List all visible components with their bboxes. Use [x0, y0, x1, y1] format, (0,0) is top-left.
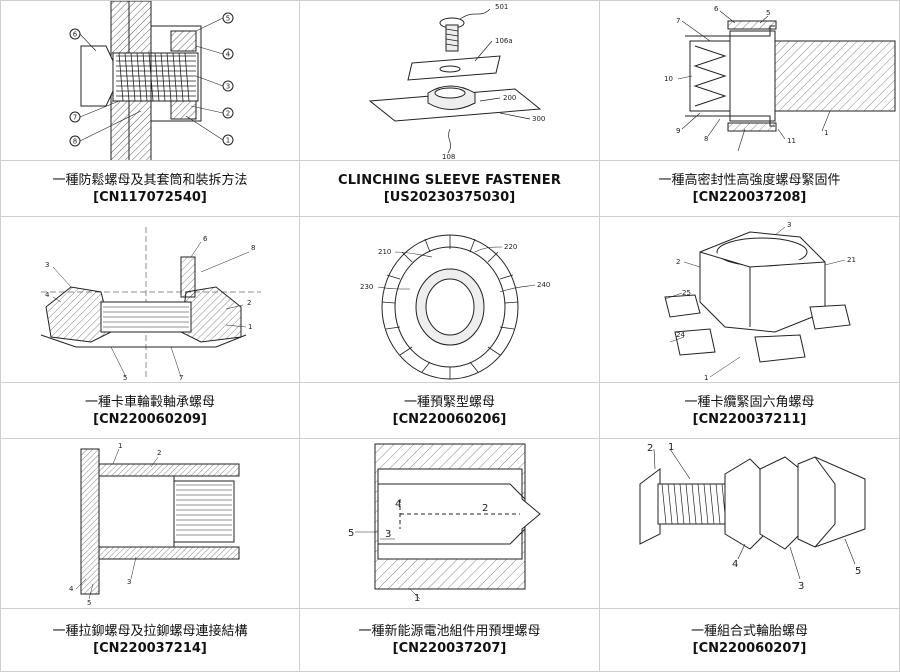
label: 10 [664, 75, 673, 83]
label: 5 [226, 15, 230, 23]
drawing-embedded-battery-nut: 4 2 5 3 1 [300, 439, 600, 609]
caption: 一種預緊型螺母 [CN220060206] [300, 383, 600, 439]
label: 2 [247, 299, 251, 307]
drawing-high-seal-nut: 7 6 5 10 9 8 11 1 [600, 1, 899, 161]
label: 1 [824, 129, 828, 137]
patent-number: [CN220037207] [392, 641, 507, 656]
label: 501 [495, 3, 508, 11]
label: 4 [45, 291, 50, 299]
patent-number: [CN220037208] [692, 189, 807, 205]
label: 3 [798, 581, 804, 592]
label: 25 [682, 289, 691, 297]
drawing-clinching-sleeve: 501 106a 200 300 108 [300, 1, 600, 161]
drawing-preload-nut: 210 220 230 240 [300, 217, 600, 383]
label: 1 [226, 137, 230, 145]
patent-number: [CN220060209] [93, 411, 207, 427]
label: 4 [395, 499, 401, 510]
label: 2 [676, 258, 680, 266]
label: 106a [495, 37, 513, 45]
drawing-anti-loosening-nut: 6 5 4 3 2 1 7 8 [1, 1, 300, 161]
label: 2 [157, 449, 161, 457]
label: 4 [226, 51, 231, 59]
patent-title: 一種高密封性高強度螺母緊固件 [658, 172, 841, 188]
caption: CLINCHING SLEEVE FASTENER [US20230375030… [300, 161, 600, 217]
label: 5 [766, 9, 770, 17]
label: 2 [647, 443, 653, 454]
caption: 一種卡車輪轂軸承螺母 [CN220060209] [1, 383, 300, 439]
drawing-rivet-nut: 1 2 3 4 5 [1, 439, 300, 609]
label: 1 [414, 593, 420, 604]
patent-title: 一種組合式輪胎螺母 [690, 624, 808, 639]
patent-number: [CN220037211] [692, 411, 807, 427]
label: 2 [482, 503, 488, 514]
label: 24 [676, 331, 685, 339]
label: 7 [676, 17, 680, 25]
label: 2 [226, 110, 230, 118]
drawing-truck-hub-nut: 6 8 3 4 2 1 5 7 [1, 217, 300, 383]
label: 7 [73, 114, 77, 122]
label: 220 [504, 243, 517, 251]
label: 3 [226, 83, 230, 91]
label: 6 [73, 31, 78, 39]
label: 8 [73, 138, 77, 146]
label: 1 [118, 442, 122, 450]
label: 3 [127, 578, 131, 586]
patent-number: [US20230375030] [383, 189, 516, 205]
drawing-cable-hex-nut: 3 2 21 25 24 1 [600, 217, 899, 383]
label: 1 [668, 442, 674, 453]
patent-title: 一種預緊型螺母 [403, 394, 495, 410]
patent-title: 一種新能源電池組件用預埋螺母 [358, 624, 541, 639]
label: 4 [69, 585, 74, 593]
label: 300 [532, 115, 545, 123]
label: 6 [714, 5, 719, 13]
label: 4 [732, 559, 738, 570]
label: 1 [248, 323, 252, 331]
label: 200 [503, 94, 516, 102]
patent-title: CLINCHING SLEEVE FASTENER [337, 172, 562, 188]
patent-number: [CN220060206] [392, 411, 507, 427]
label: 3 [45, 261, 49, 269]
label: 21 [847, 256, 856, 264]
drawing-combined-tire-nut: 2 1 4 3 5 [600, 439, 899, 609]
patent-number: [CN220060207] [692, 641, 807, 656]
label: 5 [87, 599, 91, 607]
label: 5 [348, 528, 354, 539]
label: 8 [704, 135, 708, 143]
label: 5 [855, 566, 861, 577]
label: 230 [360, 283, 373, 291]
label: 240 [537, 281, 550, 289]
patent-title: 一種卡車輪轂軸承螺母 [84, 394, 215, 410]
label: 3 [385, 529, 391, 540]
label: 3 [787, 221, 791, 229]
caption: 一種新能源電池組件用預埋螺母 [CN220037207] [300, 609, 600, 671]
label: 7 [179, 374, 183, 382]
caption: 一種高密封性高強度螺母緊固件 [CN220037208] [600, 161, 899, 217]
patent-number: [CN117072540] [93, 189, 207, 205]
label: 1 [704, 374, 708, 382]
patent-title: 一種拉鉚螺母及拉鉚螺母連接結構 [52, 624, 248, 639]
caption: 一種防鬆螺母及其套筒和裝拆方法 [CN117072540] [1, 161, 300, 217]
label: 5 [123, 374, 127, 382]
patent-title: 一種防鬆螺母及其套筒和裝拆方法 [52, 172, 248, 188]
caption: 一種拉鉚螺母及拉鉚螺母連接結構 [CN220037214] [1, 609, 300, 671]
caption: 一種卡纜緊固六角螺母 [CN220037211] [600, 383, 899, 439]
label: 210 [378, 248, 391, 256]
caption: 一種組合式輪胎螺母 [CN220060207] [600, 609, 899, 671]
label: 11 [787, 137, 796, 145]
patent-number: [CN220037214] [93, 641, 207, 656]
label: 8 [251, 244, 255, 252]
patent-title: 一種卡纜緊固六角螺母 [684, 394, 815, 410]
label: 108 [442, 153, 455, 161]
label: 6 [203, 235, 208, 243]
label: 9 [676, 127, 680, 135]
